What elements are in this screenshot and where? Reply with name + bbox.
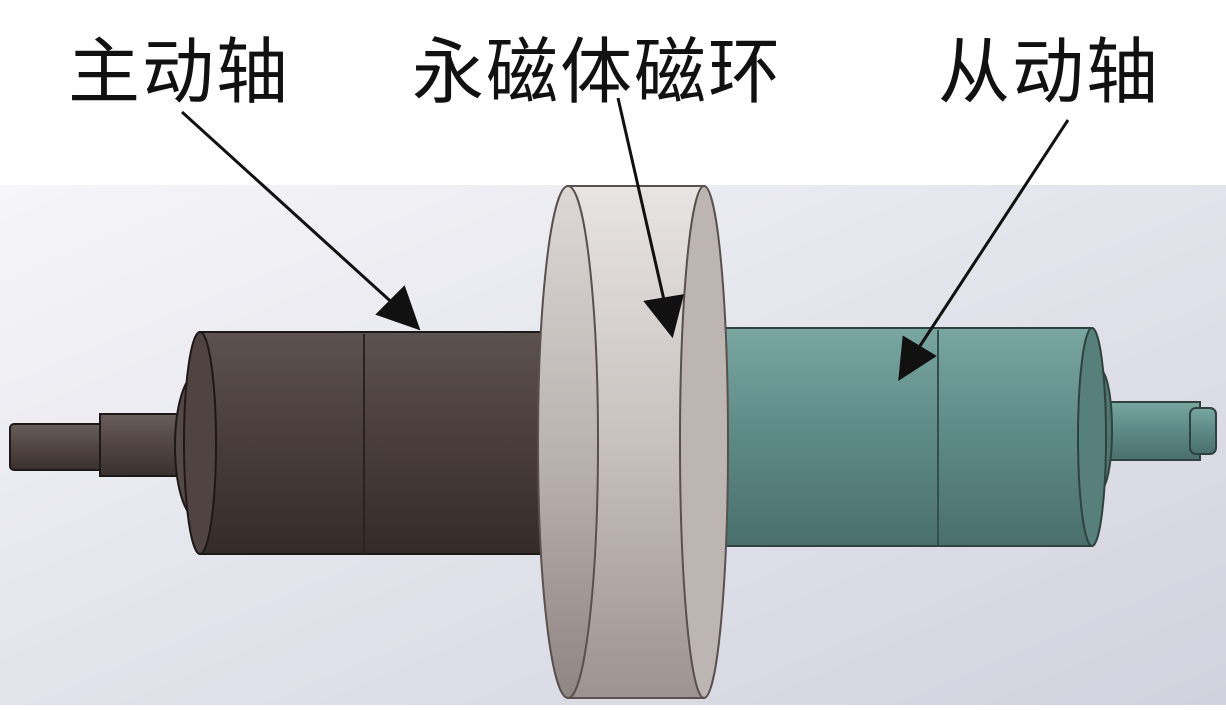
arrowhead-driven-shaft [898, 335, 937, 381]
driven-shaft [699, 327, 1107, 547]
arrowhead-drive-shaft [375, 285, 421, 331]
label-magnet-ring: 永磁体磁环 [412, 30, 783, 114]
magnet-ring [537, 185, 729, 699]
arrow-driven-shaft [914, 119, 1070, 353]
label-driven-shaft: 从动轴 [938, 30, 1161, 114]
drive-shaft [183, 331, 581, 555]
arrow-magnet-ring [616, 97, 666, 301]
leader-arrows [180, 97, 1070, 381]
label-drive-shaft: 主动轴 [68, 30, 291, 114]
arrowhead-magnet-ring [643, 294, 685, 339]
arrow-drive-shaft [180, 110, 400, 310]
